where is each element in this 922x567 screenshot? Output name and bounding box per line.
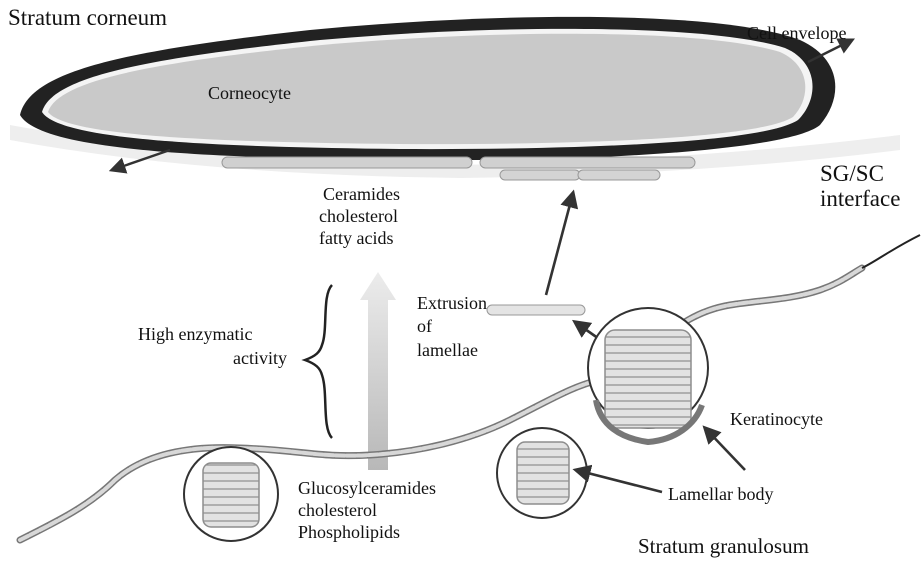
corneocyte-cell — [20, 17, 835, 160]
lipid-lamella — [222, 157, 472, 168]
lipid-lamella — [480, 157, 695, 168]
lamellar-body-left — [184, 447, 278, 541]
stratum-corneum-label: Stratum corneum — [8, 5, 167, 30]
lamellar-body-right — [497, 428, 587, 518]
extrusion-line-2: of — [417, 316, 432, 336]
precursors-line-2: cholesterol — [298, 500, 377, 520]
extruded-lamella — [487, 305, 585, 315]
lipid-lamella — [500, 170, 580, 180]
sg-sc-interface-line-1: SG/SC — [820, 161, 884, 186]
lipid-lamella — [578, 170, 660, 180]
precursors-line-1: Glucosylceramides — [298, 478, 436, 498]
enzymatic-brace — [305, 285, 332, 438]
products-line-3: fatty acids — [319, 228, 393, 248]
lamellar-body-arrow — [576, 470, 662, 492]
keratinocyte-label: Keratinocyte — [730, 409, 823, 429]
products-line-2: cholesterol — [319, 206, 398, 226]
extrusion-line-3: lamellae — [417, 340, 478, 360]
precursors-line-3: Phospholipids — [298, 522, 400, 542]
corneocyte-label: Corneocyte — [208, 83, 291, 103]
membrane-tail — [862, 235, 920, 268]
stratum-granulosum-label: Stratum granulosum — [638, 534, 809, 558]
extrusion-line-1: Extrusion — [417, 293, 487, 313]
sg-sc-interface-line-2: interface — [820, 186, 900, 211]
keratinocyte-lamellar-body — [588, 308, 708, 442]
lamella-upward-arrow — [546, 193, 573, 295]
keratinocyte-arrow — [705, 428, 745, 470]
processing-gradient-arrow — [360, 272, 396, 470]
lamellar-body-label: Lamellar body — [668, 484, 773, 504]
cell-envelope-label: Cell envelope — [747, 23, 846, 43]
products-line-1: Ceramides — [323, 184, 400, 204]
enzymatic-line-1: High enzymatic — [138, 324, 252, 344]
enzymatic-line-2: activity — [233, 348, 287, 368]
